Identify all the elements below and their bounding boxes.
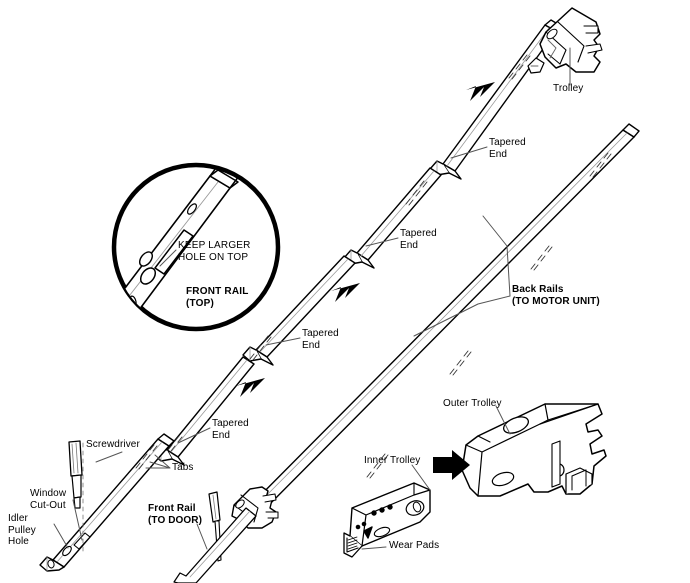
assembly-arrow-2 [331,283,360,302]
inner-trolley-part [343,482,431,558]
label-trolley: Trolley [553,83,584,94]
label-idler-pulley-hole: Idler Pulley Hole [8,513,36,547]
label-screwdriver: Screwdriver [86,439,140,450]
label-tapered-end-2: Tapered End [400,228,437,251]
label-tapered-end-3: Tapered End [302,328,339,351]
label-inner-trolley: Inner Trolley [364,455,421,466]
assembly-arrow-4 [433,450,470,480]
assembly-arrow-1 [466,82,495,101]
trolley-assembly-top [527,7,603,74]
label-tapered-end-1: Tapered End [489,137,526,160]
label-front-rail-to-door: Front Rail (TO DOOR) [148,503,203,526]
label-wear-pads: Wear Pads [389,540,440,551]
label-back-rails: Back Rails (TO MOTOR UNIT) [512,284,600,307]
label-tabs: Tabs [172,462,194,473]
leader-lines [53,47,571,550]
upper-front-rail-segment [242,255,356,366]
assembly-arrows [236,82,495,480]
label-outer-trolley: Outer Trolley [443,398,502,409]
detail-callout-keep-larger-hole: KEEP LARGER HOLE ON TOP [178,240,251,263]
label-window-cut-out: Window Cut-Out [30,488,67,511]
trolley-assembly-bottom [173,486,279,583]
screwdriver-tool [68,440,83,509]
outer-trolley-part [461,403,607,497]
label-tapered-end-4: Tapered End [212,418,249,441]
front-rail-top-detail [111,162,281,332]
upper-back-rail-segment [429,19,562,180]
assembly-arrow-3 [236,378,265,397]
detail-callout-front-rail-top: FRONT RAIL (TOP) [186,286,249,309]
lower-front-rail-segment [153,356,255,466]
second-back-rail-segment [343,167,442,269]
